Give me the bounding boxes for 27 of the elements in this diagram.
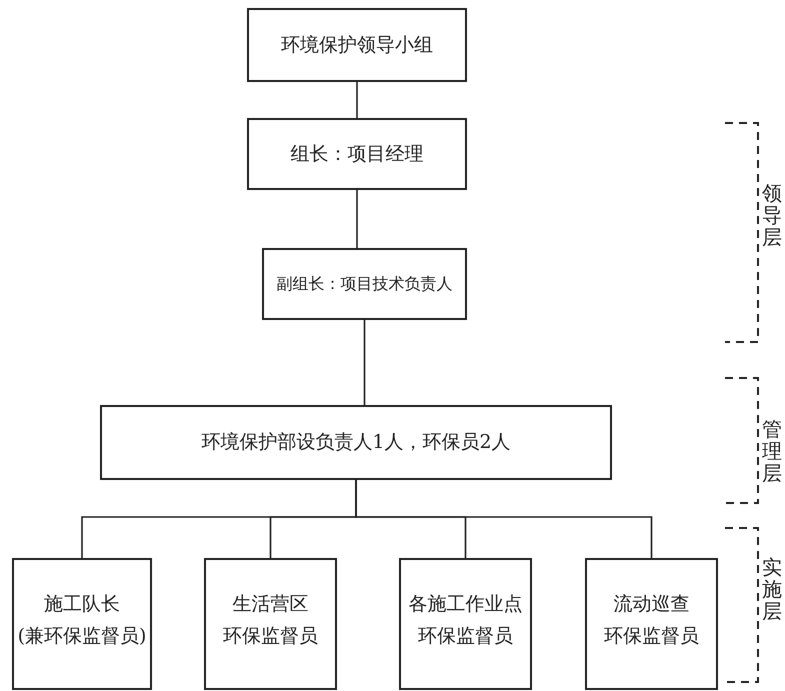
connector-line xyxy=(364,320,366,405)
layer-label: 管理层 xyxy=(762,418,782,484)
org-box xyxy=(399,558,532,690)
box-text: 施工队长 xyxy=(44,592,120,617)
layer-label: 实施层 xyxy=(762,556,782,622)
org-box xyxy=(12,558,152,690)
org-box xyxy=(247,8,467,82)
box-text: 各施工作业点 xyxy=(408,592,522,617)
box-text: 流动巡查 xyxy=(614,592,690,617)
box-text: 生活营区 xyxy=(232,592,308,617)
org-box xyxy=(100,405,612,480)
org-box xyxy=(204,558,337,690)
box-text: 副组长：项目技术负责人 xyxy=(276,273,452,296)
box-text: (兼环保监督员) xyxy=(18,624,146,650)
box-text: 环保监督员 xyxy=(418,624,513,650)
layer-label: 领导层 xyxy=(762,182,782,248)
box-text: 组长：项目经理 xyxy=(290,142,424,167)
org-box xyxy=(247,118,467,190)
box-text: 环保监督员 xyxy=(223,624,318,650)
connector-line xyxy=(355,480,652,558)
box-text: 环境保护领导小组 xyxy=(281,32,433,58)
org-box xyxy=(262,248,467,320)
box-text: 环保监督员 xyxy=(604,624,699,650)
org-box xyxy=(585,558,718,690)
box-text: 环境保护部设负责人1人，环保员2人 xyxy=(201,430,511,456)
connector-line xyxy=(356,190,358,248)
connector-line xyxy=(356,82,358,118)
